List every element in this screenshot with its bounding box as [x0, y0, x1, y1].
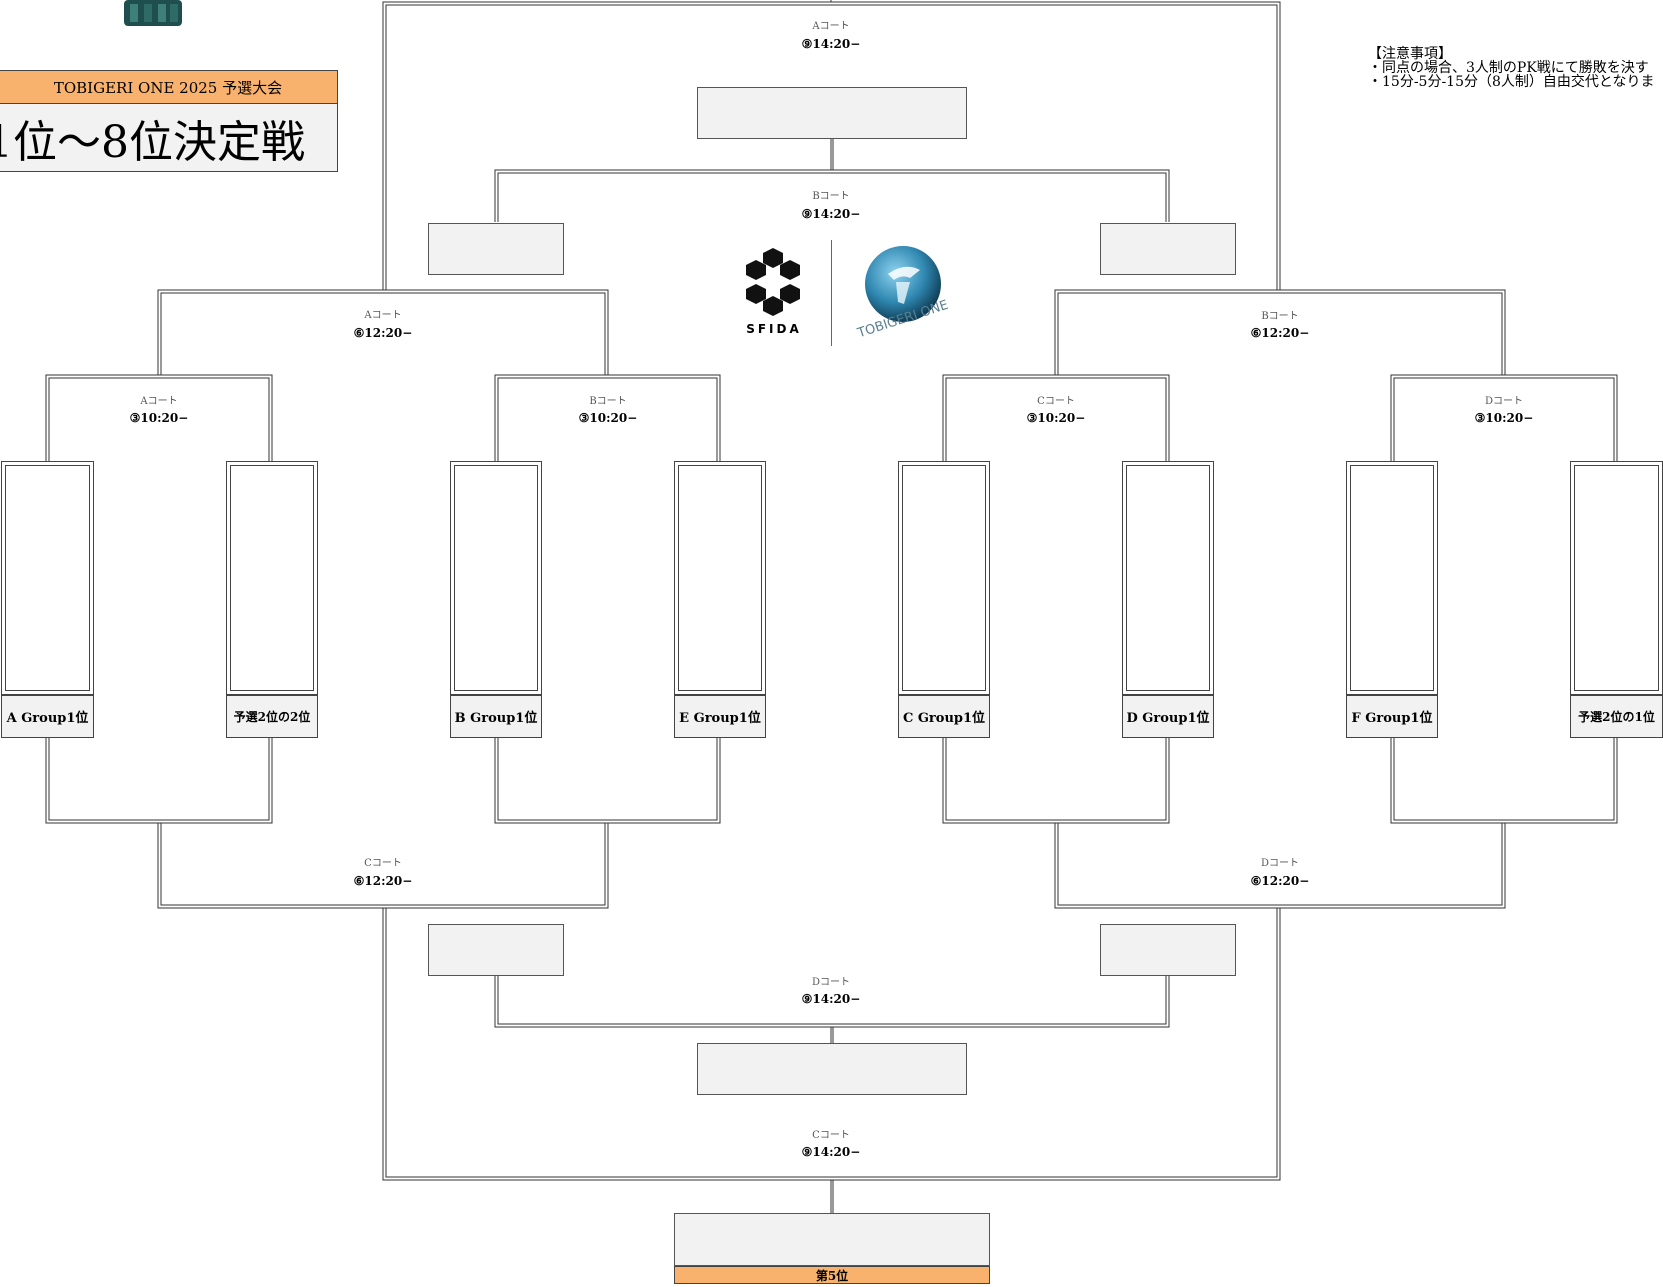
- lower-right-winner-box: [1100, 924, 1236, 976]
- match-time: ⑥12:20−: [353, 874, 413, 888]
- fifth-place-box: [674, 1213, 990, 1266]
- final-winner-box: [697, 87, 967, 139]
- match-time: ③10:20−: [1026, 411, 1086, 425]
- team-name-1: A Group1位: [1, 695, 94, 738]
- match-time: ⑨14:20−: [801, 992, 861, 1006]
- team-slot-5: [898, 461, 990, 695]
- match-time: ⑨14:20−: [801, 37, 861, 51]
- court-label: Cコート: [1037, 396, 1075, 407]
- match-time: ⑥12:20−: [1250, 874, 1310, 888]
- court-label: Dコート: [1484, 396, 1524, 407]
- notes-line-1: ・同点の場合、3人制のPK戦にて勝敗を決す: [1368, 60, 1649, 76]
- match-time: ③10:20−: [578, 411, 638, 425]
- court-label: Aコート: [364, 310, 402, 321]
- team-name-7: F Group1位: [1346, 695, 1438, 738]
- team-slot-6: [1122, 461, 1214, 695]
- team-slot-1: [1, 461, 94, 695]
- court-label: Bコート: [812, 191, 850, 202]
- upper-right-winner-box: [1100, 223, 1236, 275]
- upper-left-winner-box: [428, 223, 564, 275]
- match-time: ⑨14:20−: [801, 207, 861, 221]
- sfida-logo-icon: [746, 248, 800, 316]
- team-slot-4: [674, 461, 766, 695]
- lower-left-winner-box: [428, 924, 564, 976]
- match-time: ⑥12:20−: [1250, 326, 1310, 340]
- team-name-3: B Group1位: [450, 695, 542, 738]
- team-name-8: 予選2位の1位: [1570, 695, 1663, 738]
- court-label: Bコート: [589, 396, 627, 407]
- court-label: Cコート: [364, 858, 402, 869]
- match-time: ③10:20−: [1474, 411, 1534, 425]
- event-name: TOBIGERI ONE 2025 予選大会: [53, 78, 283, 97]
- team-slot-7: [1346, 461, 1438, 695]
- logo-divider: [831, 240, 832, 346]
- bracket-title-box: 1位～8位決定戦: [0, 104, 338, 172]
- notes-heading: 【注意事項】: [1368, 46, 1452, 62]
- event-name-banner: TOBIGERI ONE 2025 予選大会: [0, 70, 338, 104]
- lower-final-winner-box: [697, 1043, 967, 1095]
- team-name-5: C Group1位: [898, 695, 990, 738]
- tobigeri-ball-icon: [865, 246, 941, 322]
- court-label: Aコート: [140, 396, 178, 407]
- bracket-title: 1位～8位決定戦: [0, 116, 305, 168]
- team-name-6: D Group1位: [1122, 695, 1214, 738]
- match-time: ⑨14:20−: [801, 1145, 861, 1159]
- team-slot-2: [226, 461, 318, 695]
- match-time: ⑥12:20−: [353, 326, 413, 340]
- sfida-text: SFIDA: [746, 322, 802, 336]
- team-slot-8: [1570, 461, 1663, 695]
- notes-line-2: ・15分-5分-15分（8人制）自由交代となりま: [1368, 74, 1655, 90]
- court-label: Cコート: [812, 1130, 850, 1141]
- team-slot-3: [450, 461, 542, 695]
- court-label: Aコート: [812, 21, 850, 32]
- court-label: Dコート: [811, 977, 851, 988]
- match-time: ③10:20−: [129, 411, 189, 425]
- fifth-place-label: 第5位: [674, 1266, 990, 1284]
- team-name-4: E Group1位: [674, 695, 766, 738]
- sponsor-logos: SFIDA TOBIGERI ONE: [730, 240, 960, 350]
- fifth-place-text: 第5位: [815, 1268, 849, 1283]
- court-label: Dコート: [1260, 858, 1300, 869]
- mascot-icon: [124, 0, 182, 26]
- court-label: Bコート: [1261, 311, 1299, 322]
- team-name-2: 予選2位の2位: [226, 695, 318, 738]
